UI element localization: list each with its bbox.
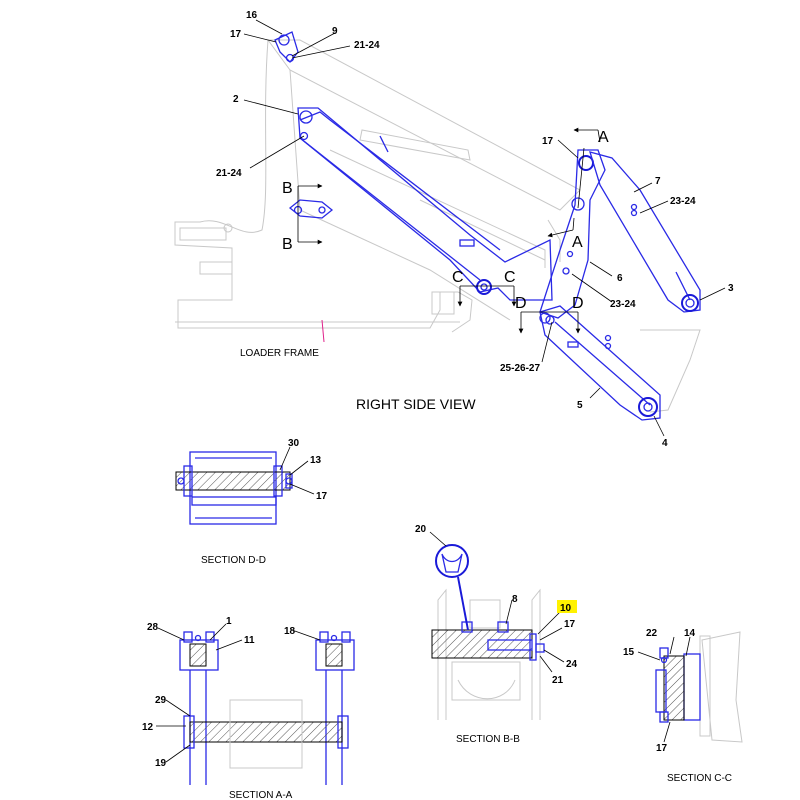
callout-17: 17 (316, 491, 328, 502)
lift-arm (297, 107, 553, 301)
callout-21-24: 21-24 (354, 40, 380, 51)
section-d-right-letter: D (572, 295, 584, 312)
callout-4: 4 (662, 438, 668, 449)
section-dd: 30 13 17 SECTION D-D (175, 438, 328, 566)
callout-18: 18 (284, 626, 296, 637)
section-aa: 28 1 11 18 29 12 19 SECTION A-A (142, 616, 355, 800)
section-d-left-letter: D (515, 295, 527, 312)
pin-dd (175, 471, 291, 491)
callout-17: 17 (656, 743, 668, 754)
section-a-bottom-letter: A (572, 234, 583, 251)
right-side-view-title: RIGHT SIDE VIEW (356, 396, 476, 412)
callout-2: 2 (233, 94, 239, 105)
callout-29: 29 (155, 695, 167, 706)
callout-15: 15 (623, 647, 635, 658)
callout-8: 8 (512, 594, 518, 605)
callout-9: 9 (332, 26, 338, 37)
callout-21: 21 (552, 675, 564, 686)
callout-17: 17 (542, 136, 554, 147)
callout-12: 12 (142, 722, 154, 733)
callout-22: 22 (646, 628, 658, 639)
callout-20: 20 (415, 524, 427, 535)
section-c-left-letter: C (452, 269, 464, 286)
bracket-b (288, 199, 334, 219)
section-c-right-letter: C (504, 269, 516, 286)
cross-tube-aa (189, 721, 343, 743)
tilt-link (589, 151, 701, 313)
callout-6: 6 (617, 273, 623, 284)
callout-25-26-27: 25-26-27 (500, 363, 540, 374)
callout-3: 3 (728, 283, 734, 294)
callout-13: 13 (310, 455, 322, 466)
section-dd-caption: SECTION D-D (201, 555, 266, 566)
pin-cc (663, 655, 685, 721)
callout-17: 17 (230, 29, 242, 40)
section-bb: 20 8 10 17 24 21 SECTION B-B (415, 524, 578, 745)
seal-detail-circle (435, 544, 469, 578)
section-bb-caption: SECTION B-B (456, 734, 520, 745)
callout-17: 17 (564, 619, 576, 630)
callout-23-24: 23-24 (670, 196, 696, 207)
pin-aa-right (325, 643, 343, 667)
callout-7: 7 (655, 176, 661, 187)
section-b-top-letter: B (282, 180, 293, 197)
callout-11: 11 (244, 635, 255, 646)
callout-23-24: 23-24 (610, 299, 636, 310)
callout-10: 10 (560, 603, 572, 614)
lower-link (539, 305, 661, 421)
callout-28: 28 (147, 622, 159, 633)
loader-frame-label: LOADER FRAME (240, 348, 319, 359)
section-cc-caption: SECTION C-C (667, 773, 732, 784)
callout-30: 30 (288, 438, 300, 449)
loader-frame-outline (174, 39, 701, 413)
section-indicators: A A B B C C D D (282, 127, 609, 334)
callout-16: 16 (246, 10, 258, 21)
callout-24: 24 (566, 659, 578, 670)
callout-19: 19 (155, 758, 167, 769)
section-aa-caption: SECTION A-A (229, 790, 293, 800)
leader-lines-side-view (243, 19, 726, 437)
section-b-bottom-letter: B (282, 236, 293, 253)
callout-14: 14 (684, 628, 696, 639)
pin-bb (431, 629, 533, 659)
right-side-view: A A B B C C D D (174, 10, 734, 449)
callout-1: 1 (226, 616, 232, 627)
callout-10-highlight (557, 600, 577, 613)
section-a-top-letter: A (598, 129, 609, 146)
callout-21-24: 21-24 (216, 168, 242, 179)
pin-aa-left (189, 643, 207, 667)
callout-5: 5 (577, 400, 583, 411)
section-cc: 22 14 15 17 SECTION C-C (623, 628, 743, 784)
